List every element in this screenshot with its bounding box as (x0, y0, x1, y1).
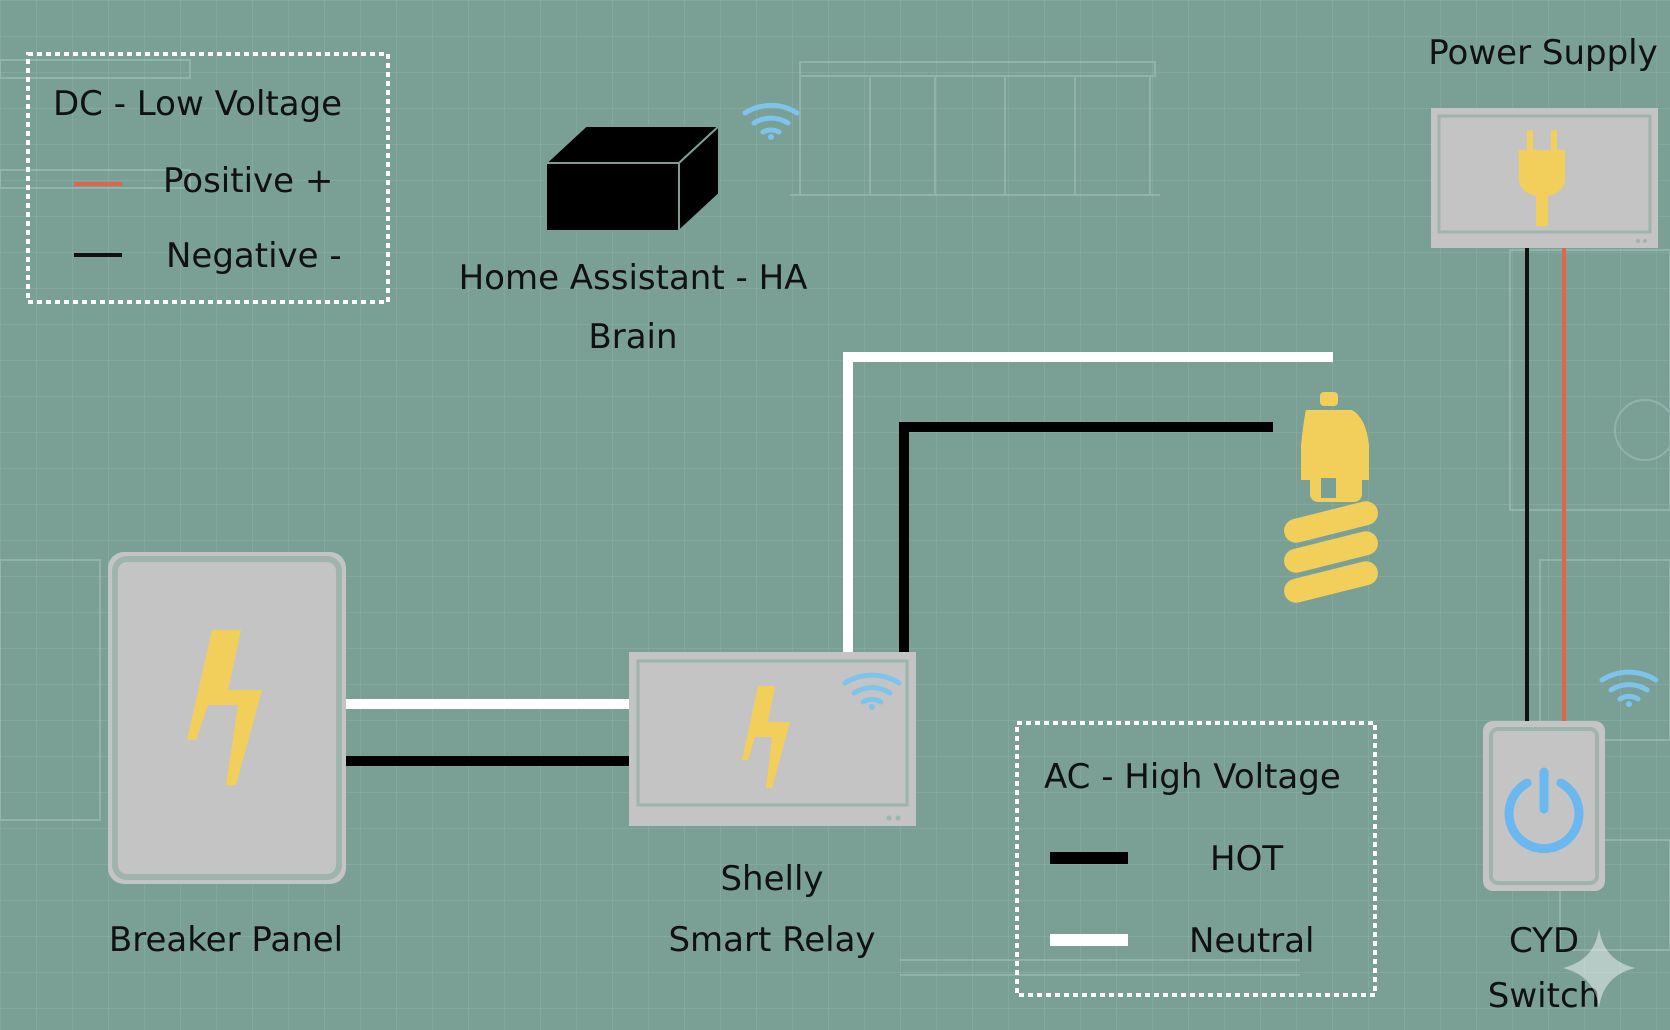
sparkle-icon (1563, 928, 1635, 1008)
light-bulb-icon (1284, 392, 1378, 603)
home-assistant-device: Home Assistant - HA Brain (459, 102, 808, 357)
lightning-bolt-icon (187, 630, 262, 785)
breaker-panel-label: Breaker Panel (109, 920, 343, 960)
wifi-icon (742, 102, 800, 140)
cyd-switch-device: CYD Switch (1483, 669, 1659, 1016)
lightning-bolt-icon (742, 686, 790, 788)
box-icon (543, 123, 722, 234)
neutral-wire-relay-to-bulb (843, 352, 1333, 652)
dc-negative-label: Negative - (166, 236, 342, 276)
wifi-icon (842, 672, 902, 710)
wifi-icon (1599, 669, 1659, 707)
blueprint-decoration (0, 59, 1670, 976)
neutral-label: Neutral (1189, 921, 1315, 961)
shelly-sublabel: Smart Relay (668, 920, 875, 960)
dc-legend: DC - Low Voltage Positive + Negative - (26, 52, 390, 304)
dc-legend-title: DC - Low Voltage (53, 84, 342, 124)
hot-wire-relay-to-bulb (899, 422, 1273, 652)
plug-icon (1519, 130, 1565, 226)
dc-positive-label: Positive + (163, 161, 333, 201)
breaker-panel-device: Breaker Panel (108, 552, 346, 960)
ac-legend: AC - High Voltage HOT Neutral (1015, 721, 1377, 997)
power-supply-device: Power Supply (1428, 33, 1658, 248)
power-icon (1504, 767, 1584, 854)
home-assistant-label: Home Assistant - HA (459, 258, 808, 298)
shelly-label: Shelly (720, 859, 823, 899)
cyd-switch-label: CYD (1509, 921, 1579, 961)
hot-label: HOT (1210, 839, 1283, 879)
home-assistant-sublabel: Brain (588, 317, 677, 357)
ac-legend-title: AC - High Voltage (1044, 757, 1341, 797)
cyd-switch-sublabel: Switch (1488, 976, 1600, 1016)
power-supply-label: Power Supply (1428, 33, 1657, 73)
shelly-relay-device: Shelly Smart Relay (629, 652, 916, 960)
